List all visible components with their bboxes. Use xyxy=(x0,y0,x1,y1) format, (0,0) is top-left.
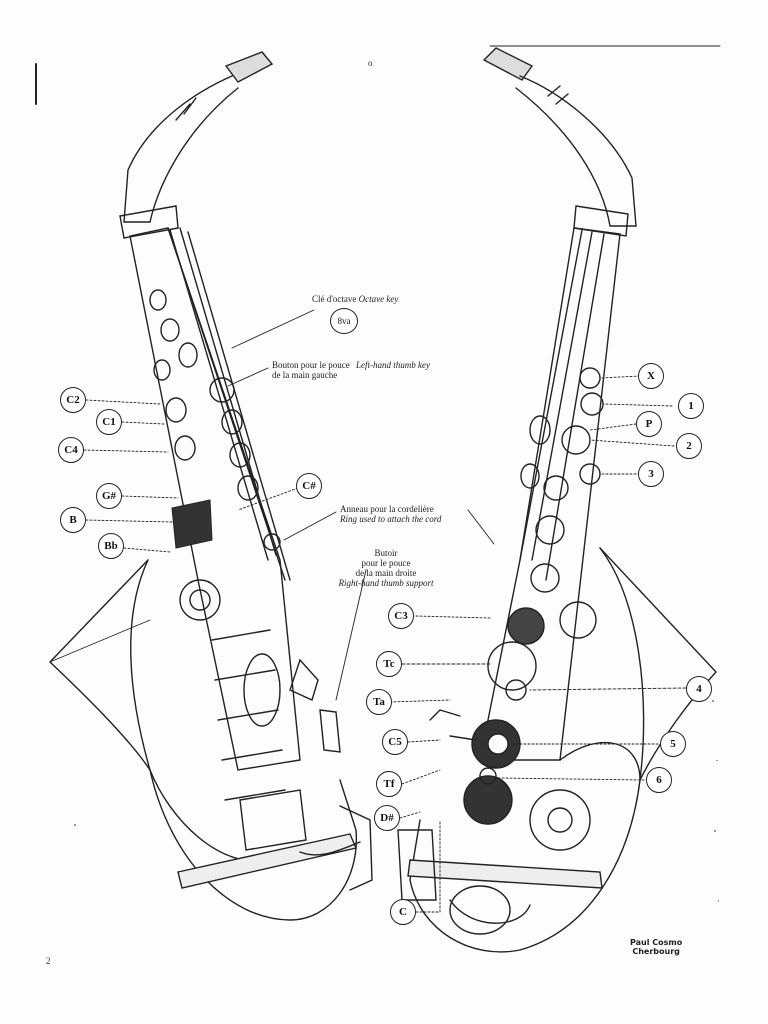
key-label-d-sharp: D# xyxy=(374,805,400,831)
label-rh-thumb-support: Butoir pour le pouce de la main droite R… xyxy=(324,548,448,588)
key-label-c1: C1 xyxy=(96,409,122,435)
label-rt-fr3: de la main droite xyxy=(355,568,417,578)
right-saxophone xyxy=(397,47,717,953)
label-octave-en: Octave key xyxy=(358,294,399,304)
key-label-3: 3 xyxy=(638,461,664,487)
label-rt-fr2: pour le pouce xyxy=(361,558,411,568)
label-thumb-key: Bouton pour le pouce Left-hand thumb key… xyxy=(272,360,430,380)
scan-speckle xyxy=(74,700,719,902)
signature: Paul Cosmo Cherbourg xyxy=(630,938,682,956)
key-label-ta: Ta xyxy=(366,689,392,715)
key-label-c2: C2 xyxy=(60,387,86,413)
key-label-5: 5 xyxy=(660,731,686,757)
label-rt-en: Right-hand thumb support xyxy=(338,578,434,588)
label-octave-fr: Clé d'octave xyxy=(312,294,357,304)
label-thumb-fr1: Bouton pour le pouce xyxy=(272,360,350,370)
key-label-4: 4 xyxy=(686,676,712,702)
label-cord-ring: Anneau pour la cordelière Ring used to a… xyxy=(340,504,441,524)
leader-lines xyxy=(83,309,687,913)
label-octave-key: Clé d'octave Octave key xyxy=(312,294,398,304)
key-label-c4: C4 xyxy=(58,437,84,463)
key-label-6: 6 xyxy=(646,767,672,793)
key-label-tf: Tf xyxy=(376,771,402,797)
octave-mark-badge: 8va xyxy=(330,308,358,334)
label-thumb-fr2: de la main gauche xyxy=(272,370,338,380)
page-number: 2 xyxy=(46,956,51,966)
key-label-c5: C5 xyxy=(382,729,408,755)
signature-line1: Paul Cosmo xyxy=(630,938,683,947)
signature-line2: Cherbourg xyxy=(632,947,680,956)
key-label-b: B xyxy=(60,507,86,533)
key-label-1: 1 xyxy=(678,393,704,419)
left-saxophone xyxy=(49,51,373,921)
label-ring-en: Ring used to attach the cord xyxy=(340,514,442,524)
top-mark: o xyxy=(368,58,373,68)
key-label-x: X xyxy=(638,363,664,389)
key-label-b-flat: Bb xyxy=(98,533,124,559)
key-label-2: 2 xyxy=(676,433,702,459)
key-label-p: P xyxy=(636,411,662,437)
key-label-c-sharp: C# xyxy=(296,473,322,499)
key-label-tc: Tc xyxy=(376,651,402,677)
key-label-c3: C3 xyxy=(388,603,414,629)
octave-mark: 8va xyxy=(337,316,351,326)
key-label-g-sharp: G# xyxy=(96,483,122,509)
label-rt-fr1: Butoir xyxy=(374,548,398,558)
label-thumb-en: Left-hand thumb key xyxy=(356,360,430,370)
label-ring-fr: Anneau pour la cordelière xyxy=(340,504,434,514)
key-label-c: C xyxy=(390,899,416,925)
